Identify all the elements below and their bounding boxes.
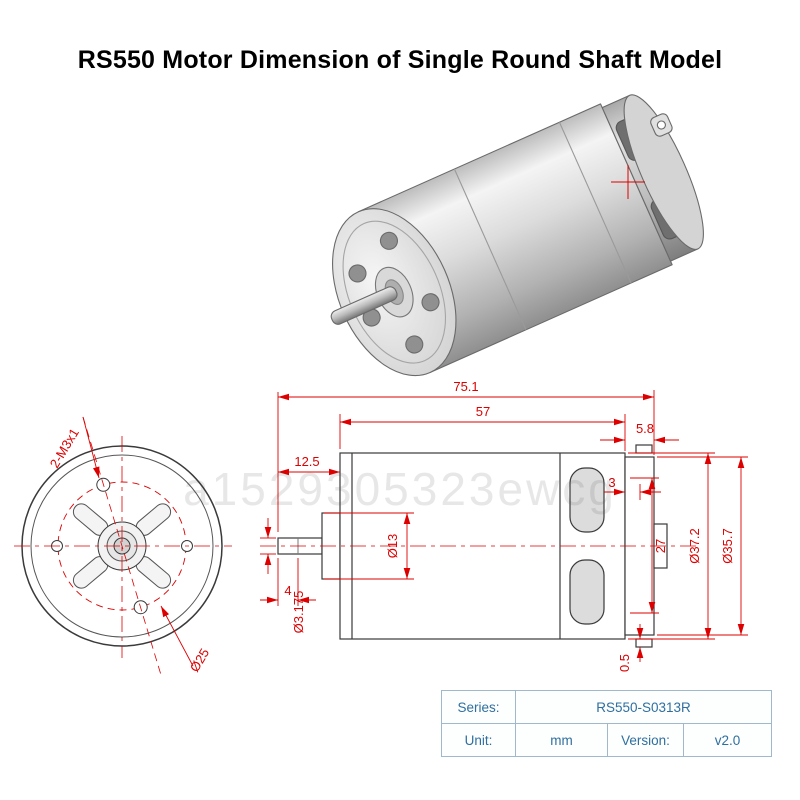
dim-can-diameter: Ø37.2 xyxy=(687,528,702,563)
crimp-tab xyxy=(635,444,653,454)
mounting-tab-hole xyxy=(656,120,666,130)
dim-shaft-diameter: Ø3.175 xyxy=(291,591,306,634)
endcap-rear-face xyxy=(623,94,704,250)
dim-can-length: 57 xyxy=(476,404,490,419)
can-vent-slot xyxy=(569,467,605,533)
face-vent-hole xyxy=(348,264,367,283)
face-vent-hole xyxy=(421,293,440,312)
series-label: Series: xyxy=(441,690,516,724)
face-vent-hole xyxy=(405,335,424,354)
motor-3d-shaft xyxy=(330,286,398,325)
dim-tab-offset: 0.5 xyxy=(617,654,632,672)
cap-hole-marker xyxy=(611,165,645,199)
unit-label: Unit: xyxy=(441,723,516,757)
bolt-circle-diameter: Ø25 xyxy=(187,646,213,675)
dim-total-length: 75.1 xyxy=(453,379,478,394)
dimension-lines xyxy=(82,390,748,667)
dim-endcap-length: 5.8 xyxy=(636,421,654,436)
dim-internal-height: 27 xyxy=(653,539,668,553)
dim-rear-offset: 3 xyxy=(608,475,615,490)
dim-shaft-step: 4 xyxy=(284,583,291,598)
crimp-tab xyxy=(635,638,653,648)
can-vent-slot xyxy=(569,559,605,625)
version-label: Version: xyxy=(607,723,684,757)
dim-boss-diameter: Ø13 xyxy=(385,534,400,559)
series-value: RS550-S0313R xyxy=(515,690,772,724)
version-value: v2.0 xyxy=(683,723,772,757)
dim-endcap-diameter: Ø35.7 xyxy=(720,528,735,563)
page-title: RS550 Motor Dimension of Single Round Sh… xyxy=(77,46,723,74)
motor-3d-view xyxy=(330,94,704,377)
face-vent-hole xyxy=(379,231,399,250)
unit-value: mm xyxy=(515,723,608,757)
centerlines xyxy=(14,416,700,676)
dim-front-length: 12.5 xyxy=(294,454,319,469)
spec-table: Series: RS550-S0313R Unit: mm Version: v… xyxy=(441,690,772,757)
